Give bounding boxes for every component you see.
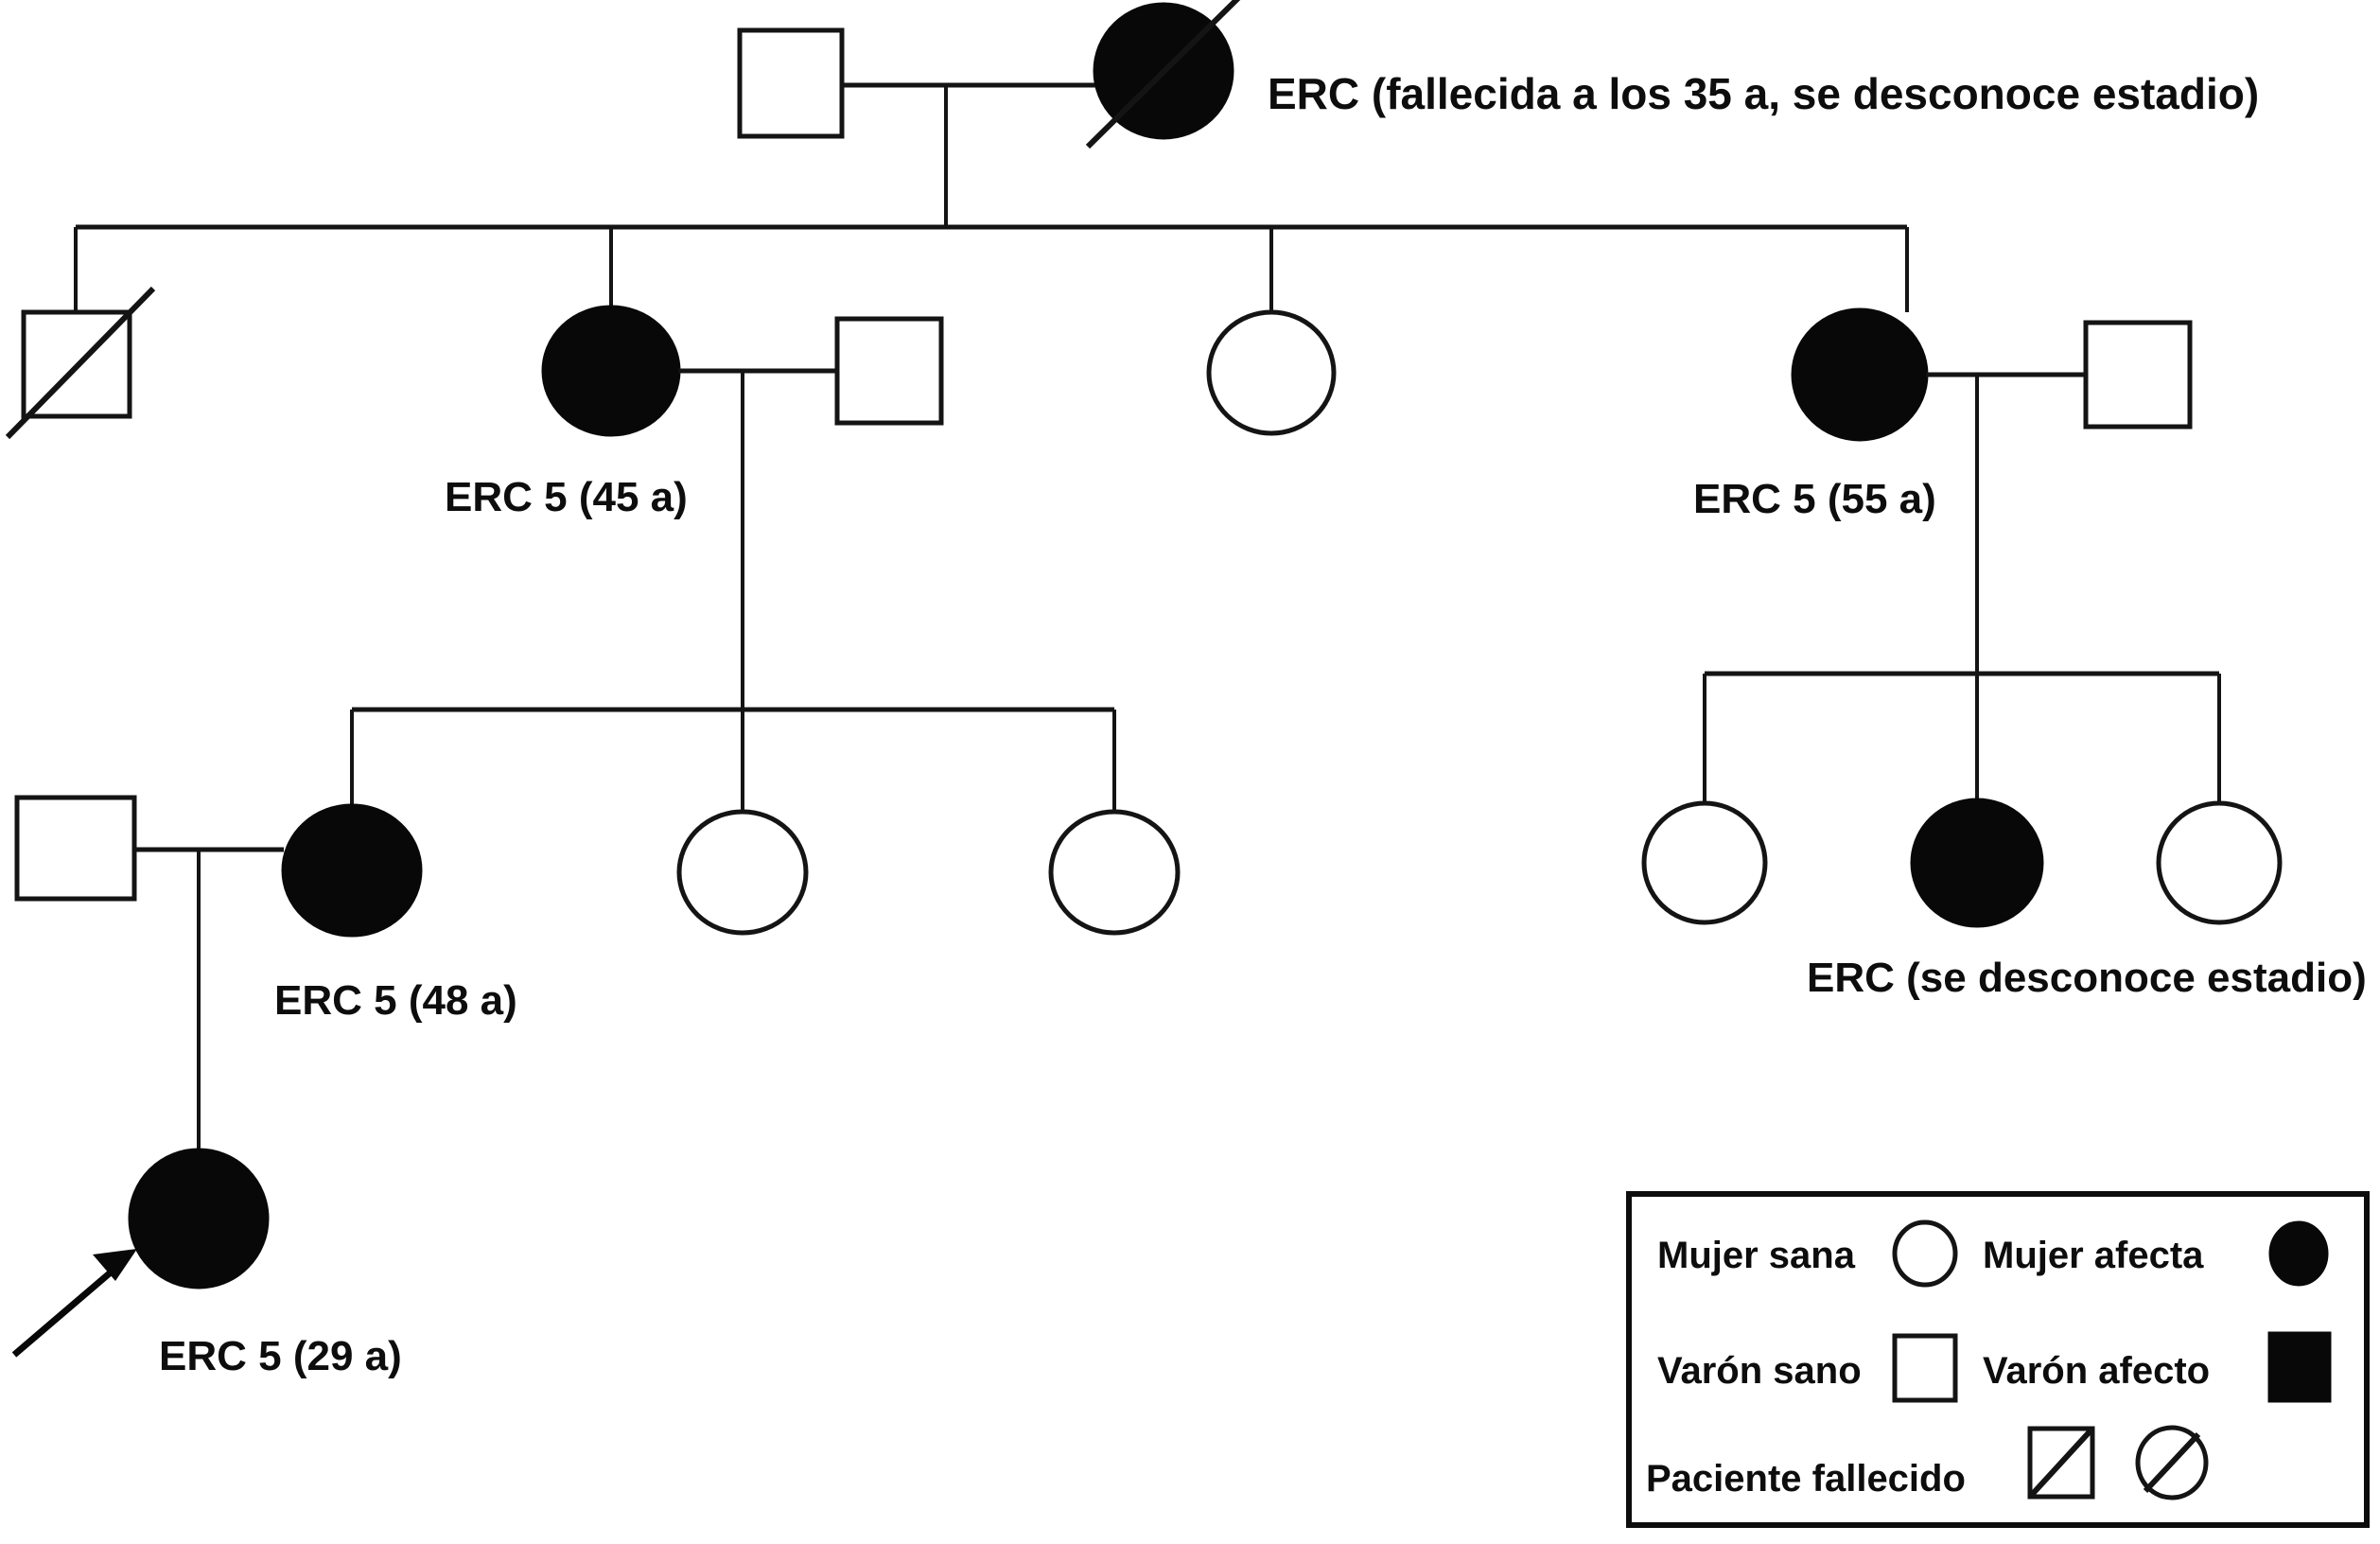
legend-box	[1626, 1191, 2370, 1528]
legend-circle-slash-line	[2143, 1431, 2201, 1494]
label-founder-female: ERC (fallecida a los 35 a, se desconoce …	[1268, 69, 2259, 118]
label-gen3-left-female: ERC 5 (48 a)	[274, 977, 517, 1024]
legend-circle-open-icon	[1892, 1219, 1958, 1288]
legend-label-paciente-fallecido: Paciente fallecido	[1646, 1458, 1966, 1500]
individual-II-6-square[interactable]	[2083, 320, 2193, 430]
individual-III-2-circle[interactable]	[281, 803, 423, 938]
individual-III-3-circle[interactable]	[676, 809, 809, 936]
label-proband: ERC 5 (29 a)	[159, 1333, 402, 1379]
individual-III-4-circle[interactable]	[1048, 809, 1181, 936]
label-gen2-right-female: ERC 5 (55 a)	[1693, 476, 1936, 522]
legend-square-slash-line	[2027, 1426, 2095, 1500]
individual-IV-1-circle[interactable]	[128, 1148, 270, 1290]
individual-II-5-circle[interactable]	[1791, 307, 1929, 442]
legend-label-mujer-sana: Mujer sana	[1657, 1235, 1856, 1276]
legend-square-filled-icon	[2267, 1331, 2332, 1403]
individual-II-4-circle[interactable]	[1206, 309, 1337, 436]
label-gen3-right-female: ERC (se desconoce estadio)	[1807, 955, 2367, 1001]
legend-circle-filled-icon	[2268, 1220, 2329, 1287]
individual-III-5-circle[interactable]	[1641, 800, 1768, 925]
legend-label-mujer-afecta: Mujer afecta	[1983, 1235, 2204, 1276]
legend-label-varon-sano: Varón sano	[1657, 1350, 1862, 1392]
legend-square-open-icon	[1892, 1333, 1958, 1403]
individual-I-1-square[interactable]	[737, 27, 845, 139]
proband-arrow-head	[93, 1249, 137, 1281]
individual-II-2-circle[interactable]	[541, 305, 681, 437]
individual-III-6-circle[interactable]	[1910, 798, 2044, 928]
deceased-slash-II-1	[5, 286, 156, 440]
deceased-slash-I-2	[1085, 0, 1241, 149]
individual-III-7-circle[interactable]	[2156, 800, 2283, 925]
individual-II-3-square[interactable]	[834, 316, 944, 426]
proband-arrow-shaft	[11, 1257, 128, 1358]
individual-III-1-square[interactable]	[14, 795, 137, 902]
label-gen2-left-female: ERC 5 (45 a)	[445, 474, 688, 520]
legend-label-varon-afecto: Varón afecto	[1983, 1350, 2210, 1392]
